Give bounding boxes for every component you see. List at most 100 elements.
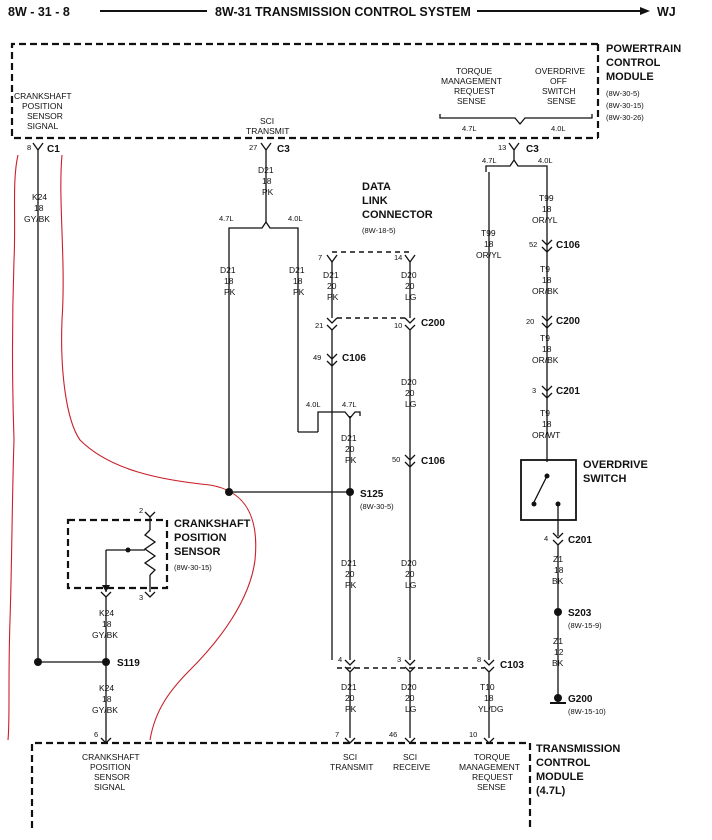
- wire-d21-top-color: PK: [262, 187, 274, 197]
- wire-k24-bot-code: K24: [99, 683, 114, 693]
- overdrive-circuit: 13 C3 4.7L 4.0L T99 18 OR/YL T99 18 OR/Y…: [476, 142, 648, 716]
- tcm-torque-4: SENSE: [477, 782, 506, 792]
- pin-c103-8: 8: [477, 655, 481, 664]
- wire-d20-dlc-code: D20: [401, 270, 417, 280]
- wire-k24-bot-gauge: 18: [102, 694, 112, 704]
- tcm-sci-rx-2: RECEIVE: [393, 762, 431, 772]
- wire-d21-s125-color: PK: [345, 455, 357, 465]
- wire-d21-40-code: D21: [289, 265, 305, 275]
- bracket-c3-47: 4.7L: [482, 156, 497, 165]
- pin-6: 6: [94, 730, 98, 739]
- pcm-title-2: CONTROL: [606, 57, 661, 69]
- wire-t9-c-code: T9: [540, 408, 550, 418]
- pcm-bracket-47: 4.7L: [462, 124, 477, 133]
- bracket-c3-40: 4.0L: [538, 156, 553, 165]
- sci-transmit-circuit: 27 C3 D21 18 PK 4.7L 4.0L D21 18 PK D21 …: [219, 142, 524, 744]
- wire-d20-mid-gauge: 20: [405, 388, 415, 398]
- pin-c200-20: 20: [526, 317, 534, 326]
- wire-t9-b-code: T9: [540, 333, 550, 343]
- bracket-join-40: 4.0L: [306, 400, 321, 409]
- tcm-ckp-label-1: CRANKSHAFT: [82, 752, 140, 762]
- wire-d20-mid-color: LG: [405, 399, 416, 409]
- wire-t10-color: YL/DG: [478, 704, 504, 714]
- pin-c201-4: 4: [544, 534, 548, 543]
- pin-27: 27: [249, 143, 257, 152]
- dlc-title-3: CONNECTOR: [362, 209, 433, 221]
- wire-d20-bot-color: LG: [405, 704, 416, 714]
- ckp-sensor-title-3: SENSOR: [174, 546, 221, 558]
- connector-c106-mid: C106: [421, 456, 445, 467]
- tcm-torque-2: MANAGEMENT: [459, 762, 520, 772]
- wire-d21-dlc-code: D21: [323, 270, 339, 280]
- wire-t9-a-gauge: 18: [542, 275, 552, 285]
- wire-t9-b-color: OR/BK: [532, 355, 559, 365]
- tcm-ckp-label-3: SENSOR: [94, 772, 130, 782]
- wire-d20-dlc-color: LG: [405, 292, 416, 302]
- pcm-torque-label-1: TORQUE: [456, 66, 493, 76]
- wire-d21-bot-gauge: 20: [345, 693, 355, 703]
- wire-d21-dlc-gauge: 20: [327, 281, 337, 291]
- wire-t9-c-gauge: 18: [542, 419, 552, 429]
- wire-d21-s125-code: D21: [341, 433, 357, 443]
- tcm-ckp-label-2: POSITION: [90, 762, 131, 772]
- pin-c201-3: 3: [532, 386, 536, 395]
- pcm-ckp-label-4: SIGNAL: [27, 121, 58, 131]
- pcm-ckp-label-2: POSITION: [22, 101, 63, 111]
- splice-s125: S125: [360, 489, 384, 500]
- wire-t99-right-code: T99: [539, 193, 554, 203]
- pin-c200-21: 21: [315, 321, 323, 330]
- wire-d21-47-color: PK: [224, 287, 236, 297]
- wire-d20-bot-code: D20: [401, 682, 417, 692]
- ckp-pin-2: 2: [139, 506, 143, 515]
- wire-t99-left-code: T99: [481, 228, 496, 238]
- dlc-title-2: LINK: [362, 195, 388, 207]
- pcm-title-1: POWERTRAIN: [606, 43, 681, 55]
- wire-k24-ckp-gauge: 18: [102, 619, 112, 629]
- pcm-torque-label-3: REQUEST: [454, 86, 495, 96]
- wire-t10-gauge: 18: [484, 693, 494, 703]
- pin-c106-49: 49: [313, 353, 321, 362]
- tcm-title-1: TRANSMISSION: [536, 743, 620, 755]
- pcm-box: POWERTRAIN CONTROL MODULE (8W-30-5) (8W-…: [10, 42, 681, 140]
- pcm-sci-label-1: SCI: [260, 116, 274, 126]
- pcm-od-label-4: SENSE: [547, 96, 576, 106]
- connector-c201-bottom: C201: [568, 535, 592, 546]
- ckp-sensor-title-1: CRANKSHAFT: [174, 518, 251, 530]
- wire-k24-top-gauge: 18: [34, 203, 44, 213]
- pcm-od-label-1: OVERDRIVE: [535, 66, 585, 76]
- wire-d21-top-gauge: 18: [262, 176, 272, 186]
- wire-d20-low-color: LG: [405, 580, 416, 590]
- pcm-ref-3: (8W-30-26): [606, 113, 644, 122]
- wire-d21-47-gauge: 18: [224, 276, 234, 286]
- pin-7: 7: [335, 730, 339, 739]
- connector-c1: C1: [47, 144, 60, 155]
- pcm-od-label-3: SWITCH: [542, 86, 576, 96]
- wire-z1-a-gauge: 18: [554, 565, 564, 575]
- connector-c3-left: C3: [277, 144, 290, 155]
- wire-z1-b-color: BK: [552, 658, 564, 668]
- pcm-title-3: MODULE: [606, 71, 654, 83]
- connector-c106-right: C106: [556, 240, 580, 251]
- splice-s119: S119: [117, 658, 140, 669]
- wire-d20-low-code: D20: [401, 558, 417, 568]
- wire-k24-top-code: K24: [32, 192, 47, 202]
- tcm-torque-3: REQUEST: [472, 772, 513, 782]
- splice-s203-ref: (8W-15-9): [568, 621, 602, 630]
- tcm-title-4: (4.7L): [536, 785, 566, 797]
- wire-d21-47-code: D21: [220, 265, 236, 275]
- ground-g200: G200: [568, 694, 593, 705]
- tcm-title-2: CONTROL: [536, 757, 591, 769]
- pcm-ref-2: (8W-30-15): [606, 101, 644, 110]
- wire-d20-mid-code: D20: [401, 377, 417, 387]
- dlc-title-1: DATA: [362, 181, 391, 193]
- tcm-box: TRANSMISSION CONTROL MODULE (4.7L) CRANK…: [30, 741, 620, 828]
- wire-t99-right-color: OR/YL: [532, 215, 558, 225]
- wire-k24-ckp-code: K24: [99, 608, 114, 618]
- pcm-ckp-label-3: SENSOR: [27, 111, 63, 121]
- wire-k24-top-color: GY/BK: [24, 214, 50, 224]
- wire-d20-dlc-gauge: 20: [405, 281, 415, 291]
- wire-d20-bot-gauge: 20: [405, 693, 415, 703]
- ckp-circuit: 8 C1 K24 18 GY/BK S119 CRANKSHAFT POSITI…: [24, 142, 251, 744]
- connector-c200-top: C200: [421, 318, 445, 329]
